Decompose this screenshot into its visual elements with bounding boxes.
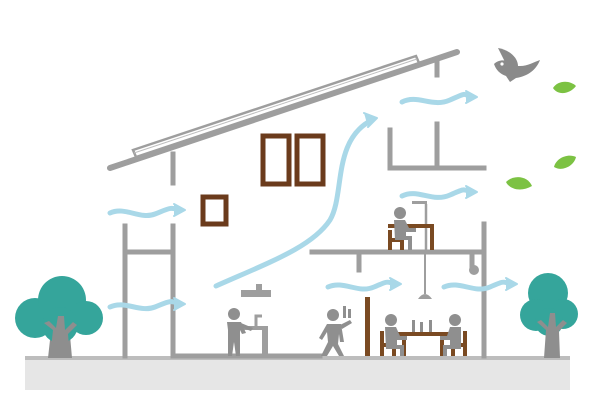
airflow-arrow-icon [107,299,183,312]
roof [107,49,460,171]
person-icon-reader [394,207,416,250]
airflow-arrow-icon [399,187,475,200]
airflow-arrow-icon [107,205,183,218]
person-icon-waiter [319,306,352,356]
airflow-arrow-icon [399,91,475,106]
column-detail [469,252,479,275]
desk [388,224,434,250]
solar-panel-icon [131,54,421,159]
bird-icon [494,48,540,82]
tree-icon-right [520,273,578,358]
leaf-icon-1 [553,81,576,94]
window-upper-right [294,133,326,187]
window-upper-left [260,133,292,187]
wood-partition [365,297,370,356]
airflow-arrow-icon [213,117,375,289]
pendant-lamp-icon [418,252,432,299]
range-hood [241,284,271,297]
airflow-arrow-icon [441,279,515,292]
person-icon-cook [227,308,253,356]
tree-icon-left [15,276,103,358]
ground [25,356,570,390]
airflow-arrow-icon-group [107,90,518,312]
window-small [200,194,229,227]
person-icon-diner-right [440,314,461,356]
kitchen-counter [244,314,268,356]
leaf-icon-2 [554,155,576,169]
person-icon-diner-left [385,314,407,356]
airflow-arrow-icon [325,279,399,292]
leaf-icon-3 [506,177,532,190]
